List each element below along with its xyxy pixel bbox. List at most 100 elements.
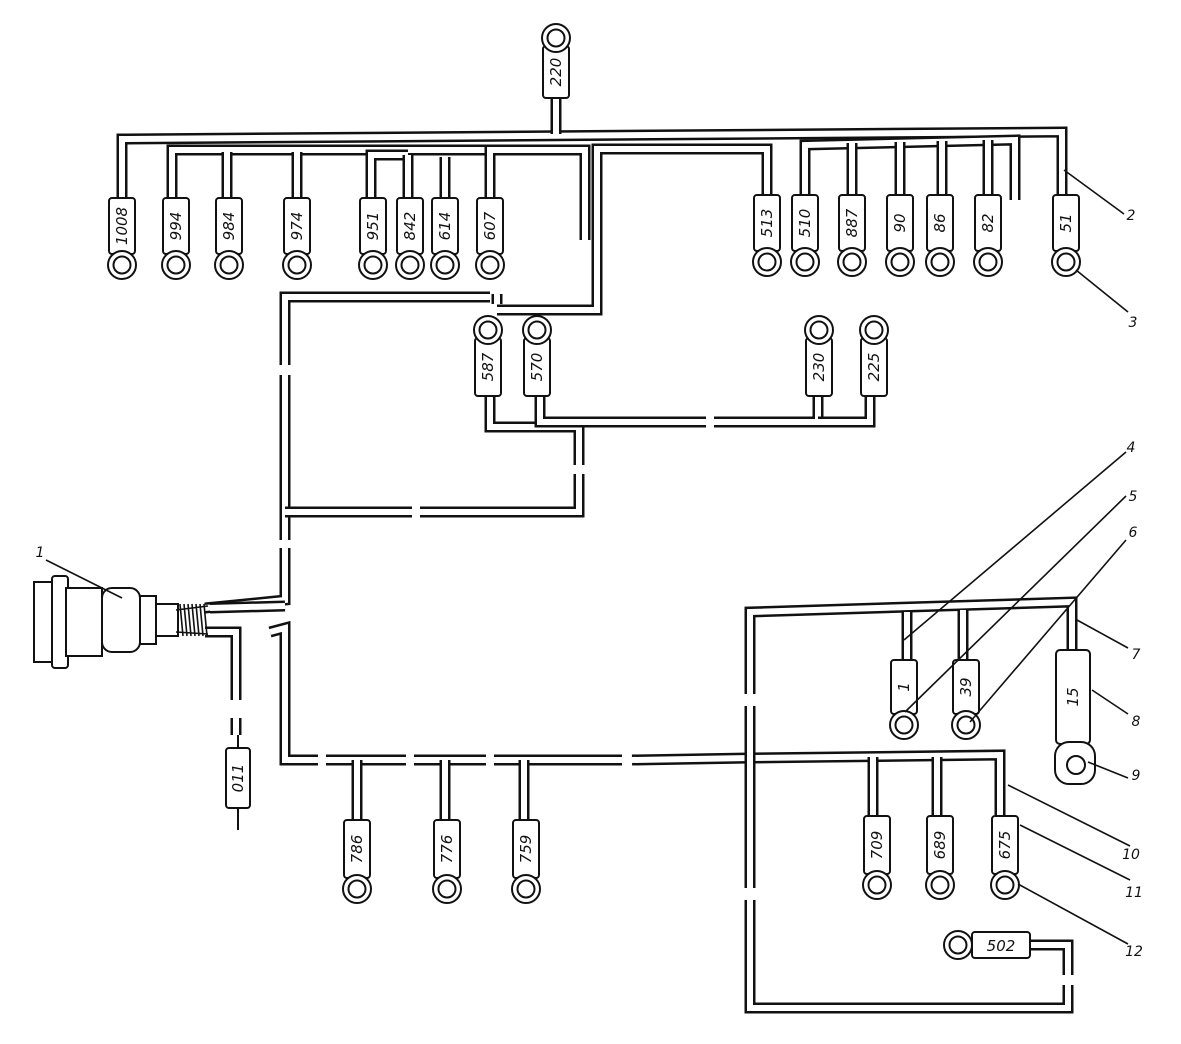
ring-lug-hole <box>1066 755 1086 775</box>
terminal-number: 675 <box>996 831 1014 860</box>
terminal-number: 86 <box>931 213 949 232</box>
terminal-994: 994 <box>161 197 191 280</box>
ring-lug-hole <box>478 320 498 340</box>
terminal-1: 1 <box>889 659 919 740</box>
terminal-number: 1 <box>895 682 913 692</box>
terminal-number: 82 <box>979 213 997 232</box>
ring-lug-hole <box>400 255 420 275</box>
terminal-759: 759 <box>511 819 541 904</box>
ring-lug-hole <box>347 879 367 899</box>
terminal-502: 502 <box>943 930 1031 960</box>
wire-bundle-core-19 <box>420 474 582 515</box>
terminal-675: 675 <box>990 815 1020 900</box>
braid-line <box>187 603 192 637</box>
wire-bundle-24 <box>818 395 876 428</box>
ring-lug-hole <box>795 252 815 272</box>
wire-bundle-19 <box>420 474 585 518</box>
leader-line-6 <box>969 539 1127 723</box>
terminal-011: 011 <box>225 735 251 830</box>
braid-line <box>199 603 204 637</box>
braid-line <box>191 603 196 637</box>
terminal-number: 984 <box>220 212 238 241</box>
callout-3: 3 <box>1129 315 1138 331</box>
terminal-number: 709 <box>868 831 886 860</box>
terminal-51: 51 <box>1051 194 1081 277</box>
terminal-number: 502 <box>987 937 1016 955</box>
terminal-984: 984 <box>214 197 244 280</box>
ring-lug-hole <box>219 255 239 275</box>
ring-lug-hole <box>978 252 998 272</box>
wire-bundle-core-31 <box>631 755 751 763</box>
terminal-number: 951 <box>364 212 382 241</box>
braid-edge <box>175 631 209 635</box>
wire-bundle-22 <box>534 395 706 428</box>
terminal-510: 510 <box>790 194 820 277</box>
callout-8: 8 <box>1132 714 1141 730</box>
terminal-974: 974 <box>282 197 312 280</box>
leader-line-12 <box>1017 883 1129 945</box>
terminal-number: 15 <box>1064 687 1082 706</box>
terminal-607: 607 <box>475 197 505 280</box>
callout-11: 11 <box>1125 885 1143 901</box>
leader-line-5 <box>904 495 1127 713</box>
wire-bundle-core-35 <box>749 751 1003 815</box>
terminal-number: 90 <box>891 213 909 232</box>
leader-line-2 <box>1063 169 1125 215</box>
callout-12: 12 <box>1125 944 1143 960</box>
ring-lug-hole <box>809 320 829 340</box>
ring-lug-hole <box>867 875 887 895</box>
callout-9: 9 <box>1132 768 1141 784</box>
ring-lug-hole <box>437 879 457 899</box>
wire-bundle-core-8 <box>487 147 588 240</box>
harness-wires <box>116 98 1078 1014</box>
ring-lug-hole <box>435 255 455 275</box>
ring-lug-hole <box>890 252 910 272</box>
leader-line-3 <box>1075 269 1129 313</box>
callout-6: 6 <box>1129 525 1138 541</box>
ring-lug-hole <box>516 879 536 899</box>
terminal-number: 759 <box>517 835 535 864</box>
ring-lug-hole <box>757 252 777 272</box>
ring-lug-hole <box>948 935 968 955</box>
ring-lug-hole <box>864 320 884 340</box>
terminal-number: 225 <box>865 353 883 382</box>
wire-bundle-44 <box>1030 939 1074 975</box>
terminal-number: 607 <box>481 211 499 240</box>
terminal-225: 225 <box>859 315 889 397</box>
terminal-number: 689 <box>931 831 949 860</box>
terminal-number: 786 <box>348 835 366 864</box>
terminal-number: 776 <box>438 835 456 864</box>
wire-bundle-core-10 <box>802 136 1018 200</box>
callout-10: 10 <box>1122 847 1140 863</box>
callout-7: 7 <box>1132 647 1141 663</box>
leader-line-7 <box>1076 619 1129 649</box>
terminal-614: 614 <box>430 197 460 280</box>
ring-lug-hole <box>287 255 307 275</box>
terminal-513: 513 <box>752 194 782 277</box>
leader-line-9 <box>1087 761 1129 779</box>
terminal-number: 230 <box>810 353 828 382</box>
callout-4: 4 <box>1127 440 1136 456</box>
ring-lug-hole <box>166 255 186 275</box>
wire-bundle-core-44 <box>1030 942 1071 975</box>
terminal-number: 570 <box>528 353 546 382</box>
braid-line <box>203 603 208 637</box>
wire-bundle-core-0 <box>119 128 1065 248</box>
ring-lug-hole <box>1056 252 1076 272</box>
ring-lug-hole <box>894 715 914 735</box>
terminal-number: 011 <box>229 764 247 793</box>
callout-2: 2 <box>1127 208 1136 224</box>
wire-bundle-25 <box>205 626 242 700</box>
ring-lug-hole <box>995 875 1015 895</box>
braid-edge <box>175 605 209 611</box>
wire-bundle-23 <box>714 395 824 428</box>
terminal-number: 513 <box>758 209 776 238</box>
terminal-39: 39 <box>951 659 981 740</box>
terminal-776: 776 <box>432 819 462 904</box>
terminal-1008: 1008 <box>107 197 137 280</box>
leader-line-1 <box>45 559 123 599</box>
terminal-887: 887 <box>837 194 867 277</box>
